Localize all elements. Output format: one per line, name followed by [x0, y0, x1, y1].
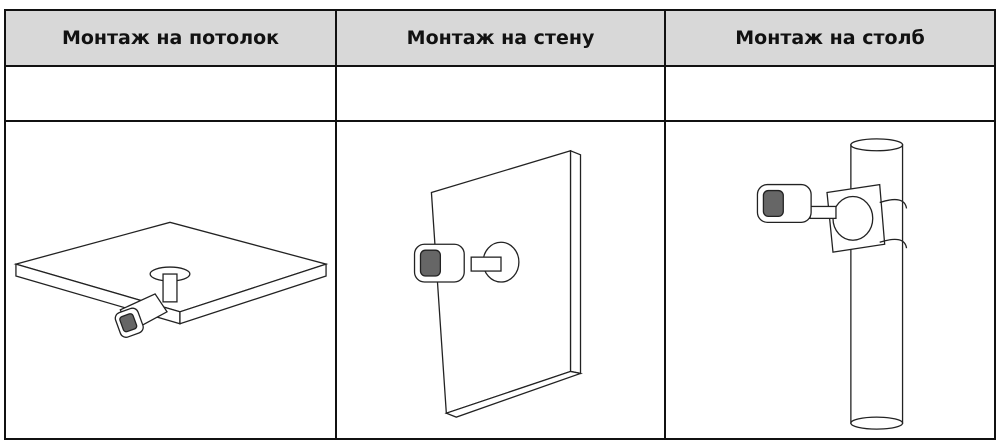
empty-cell: [664, 65, 996, 122]
ceiling-mount-illustration: [4, 120, 337, 440]
wall-mount-illustration: [335, 120, 666, 440]
illustration-row: [4, 120, 996, 440]
mounting-table: Монтаж на потолок Монтаж на стену Монтаж…: [4, 9, 996, 440]
header-pole-mount: Монтаж на столб: [664, 9, 996, 67]
empty-cell: [4, 65, 337, 122]
header-wall-mount: Монтаж на стену: [335, 9, 666, 67]
empty-row: [4, 65, 996, 122]
empty-cell: [335, 65, 666, 122]
header-ceiling-mount: Монтаж на потолок: [4, 9, 337, 67]
header-row: Монтаж на потолок Монтаж на стену Монтаж…: [4, 9, 996, 67]
pole-mount-illustration: [664, 120, 996, 440]
